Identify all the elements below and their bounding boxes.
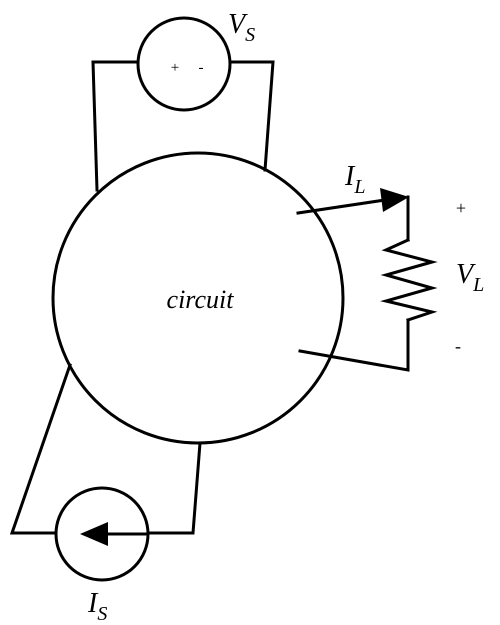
il-symbol: I [344, 161, 356, 192]
vs-subscript: S [245, 24, 255, 46]
vl-minus-sign: - [455, 336, 461, 356]
vl-symbol: V [456, 259, 476, 290]
is-arrowhead [80, 522, 108, 546]
load-bottom-wire [298, 318, 410, 372]
vl-label: VL [456, 259, 484, 296]
vs-label: VS [228, 9, 255, 46]
il-subscript: L [353, 176, 365, 198]
vs-symbol: V [228, 9, 248, 40]
vs-right-wire [228, 60, 275, 172]
load-top-wire [296, 198, 387, 215]
voltage-source-symbol [136, 16, 232, 112]
is-symbol: I [87, 588, 99, 619]
is-right-wire [144, 441, 202, 535]
is-subscript: S [97, 603, 107, 625]
is-left-wire [9, 363, 72, 535]
is-label: IS [87, 588, 107, 625]
vs-left-wire [91, 60, 140, 192]
il-arrowhead [380, 188, 409, 212]
vl-plus-sign: + [456, 198, 466, 218]
vs-minus-sign: - [199, 60, 204, 76]
load-resistor [380, 238, 438, 322]
circuit-circle [51, 151, 345, 445]
il-label: IL [344, 161, 365, 198]
vs-plus-sign: + [171, 60, 179, 76]
circuit-label: circuit [167, 285, 235, 314]
vl-subscript: L [472, 274, 484, 296]
